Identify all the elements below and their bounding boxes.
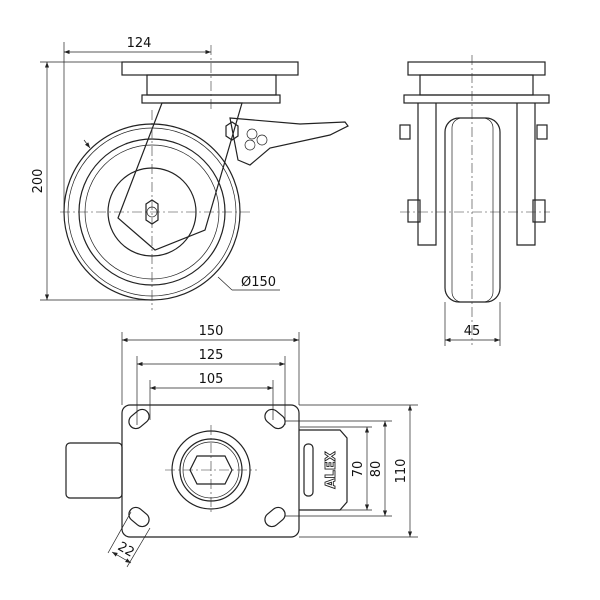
dim-label-125: 125: [199, 348, 224, 363]
dim-label-22: 22: [115, 539, 137, 560]
brake-pedal: [229, 117, 349, 166]
dim-70: 70: [300, 426, 372, 511]
dim-label-80: 80: [369, 461, 384, 478]
dim-80: 80: [285, 420, 392, 517]
top-view: ALEX: [65, 404, 348, 538]
dim-200: 200: [31, 61, 152, 301]
dim-label-200: 200: [31, 169, 46, 194]
dim-105: 105: [149, 372, 274, 420]
dim-label-45: 45: [464, 324, 481, 339]
top-plate: [121, 404, 300, 538]
dim-45: 45: [444, 302, 501, 346]
dim-110: 110: [299, 404, 418, 538]
dim-label-150: 150: [199, 324, 224, 339]
swivel-nut: [225, 121, 239, 141]
rear-tab: [65, 442, 123, 499]
dim-label-70: 70: [351, 461, 366, 478]
dim-diameter-150: Ø150: [83, 139, 280, 291]
dim-125: 125: [136, 348, 286, 425]
dim-22: 22: [107, 511, 151, 568]
mounting-slots: [128, 408, 286, 528]
dim-label-124: 124: [127, 36, 152, 51]
dim-label-105: 105: [199, 372, 224, 387]
brake-logo: ALEX: [324, 451, 339, 488]
dim-150: 150: [121, 324, 300, 405]
brake-pedal-top: [299, 429, 348, 511]
dim-label-110: 110: [394, 459, 409, 484]
dim-label-diameter: Ø150: [241, 275, 276, 290]
fork-leg: [117, 102, 243, 251]
side-view: [60, 45, 349, 310]
front-view: [399, 55, 550, 345]
wheel-front: [444, 117, 501, 303]
dim-124: 124: [63, 36, 211, 212]
